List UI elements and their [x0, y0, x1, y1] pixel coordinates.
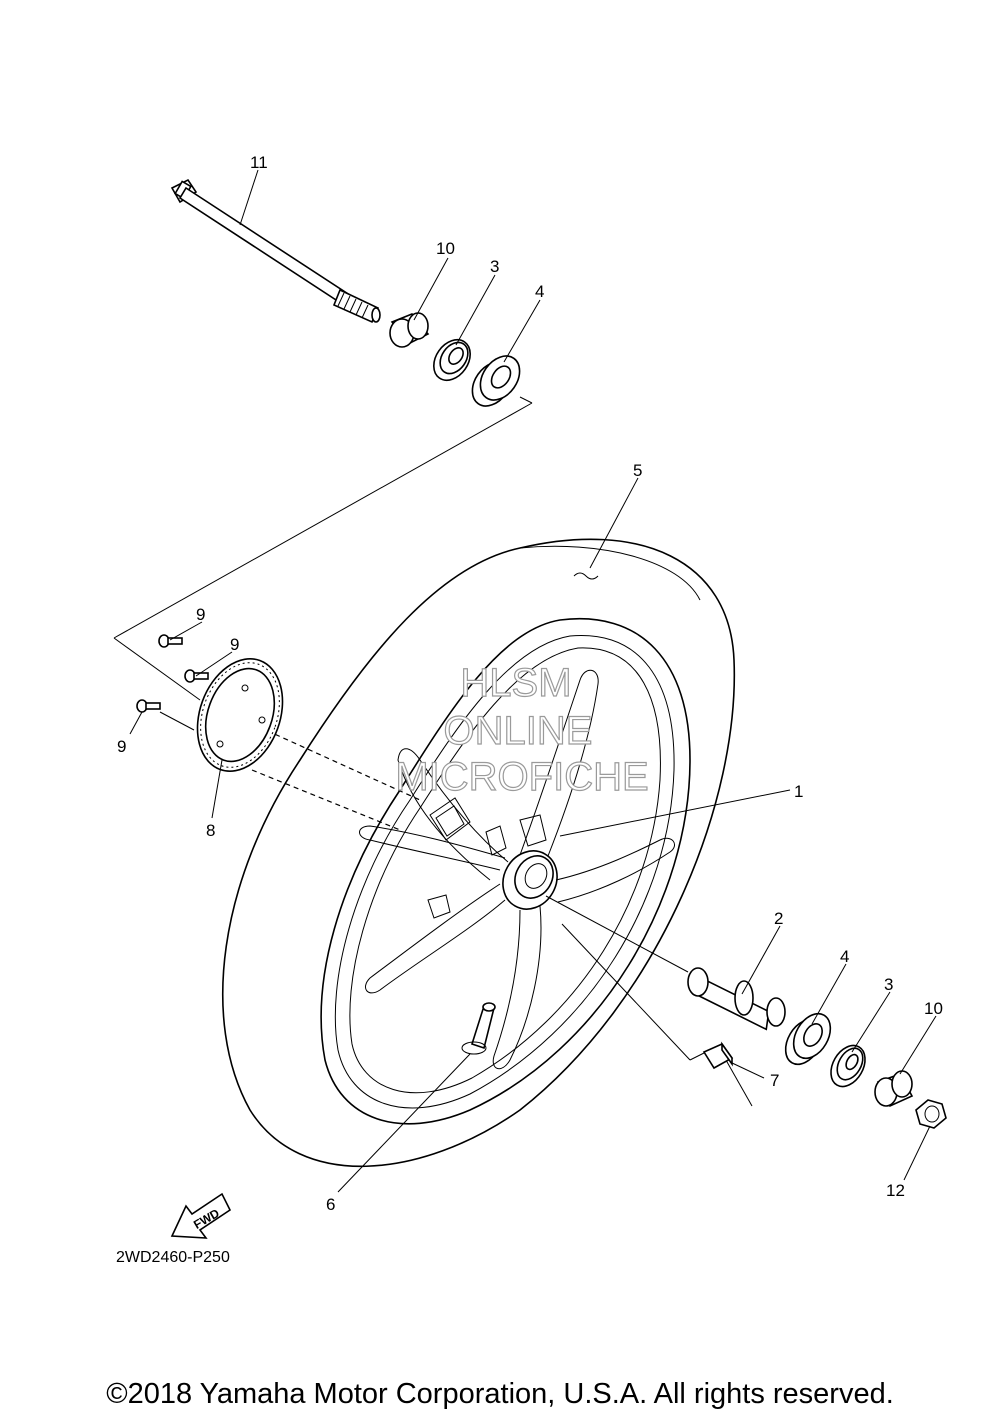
front-wheel-axle [170, 178, 381, 324]
callout-8: 8 [206, 821, 215, 840]
axle-nut [915, 1099, 947, 1129]
callout-10-lower: 10 [924, 999, 943, 1018]
watermark-line-2: ONLINE [444, 709, 593, 753]
watermark-line-3: MICROFICHE [395, 755, 648, 799]
diagram-code: 2WD2460-P250 [116, 1249, 230, 1266]
collar-upper [389, 312, 430, 348]
watermark-line-1: HLSM [460, 661, 571, 705]
bearing-upper [471, 355, 521, 407]
oil-seal-lower [830, 1044, 866, 1088]
sensor-rotor [196, 658, 284, 772]
callout-11: 11 [250, 153, 268, 172]
collar-lower [874, 1070, 914, 1108]
callout-9-a: 9 [196, 605, 205, 624]
callout-2: 2 [774, 909, 783, 928]
callout-6: 6 [326, 1195, 335, 1214]
callout-4-upper: 4 [535, 282, 544, 301]
callout-9-b: 9 [230, 635, 239, 654]
callout-3-upper: 3 [490, 257, 499, 276]
callout-1: 1 [794, 782, 803, 801]
bolt-a [158, 634, 183, 648]
balance-weight [702, 1041, 734, 1070]
callout-7: 7 [770, 1071, 779, 1090]
bearing-lower [784, 1012, 832, 1066]
bolt-b [184, 669, 209, 683]
oil-seal-upper [433, 338, 471, 382]
watermark: HLSM ONLINE MICROFICHE [395, 660, 650, 799]
front-wheel [221, 538, 736, 1168]
callout-9-c: 9 [117, 737, 126, 756]
callout-5: 5 [633, 461, 642, 480]
collar-2 [687, 967, 786, 1031]
copyright-notice: ©2018 Yamaha Motor Corporation, U.S.A. A… [106, 1378, 894, 1410]
callout-12: 12 [886, 1181, 905, 1200]
callout-3-lower: 3 [884, 975, 893, 994]
bolt-c [136, 699, 161, 713]
callout-10-upper: 10 [436, 239, 455, 258]
callout-4-lower: 4 [840, 947, 849, 966]
fwd-arrow-icon: FWD [170, 1192, 232, 1239]
